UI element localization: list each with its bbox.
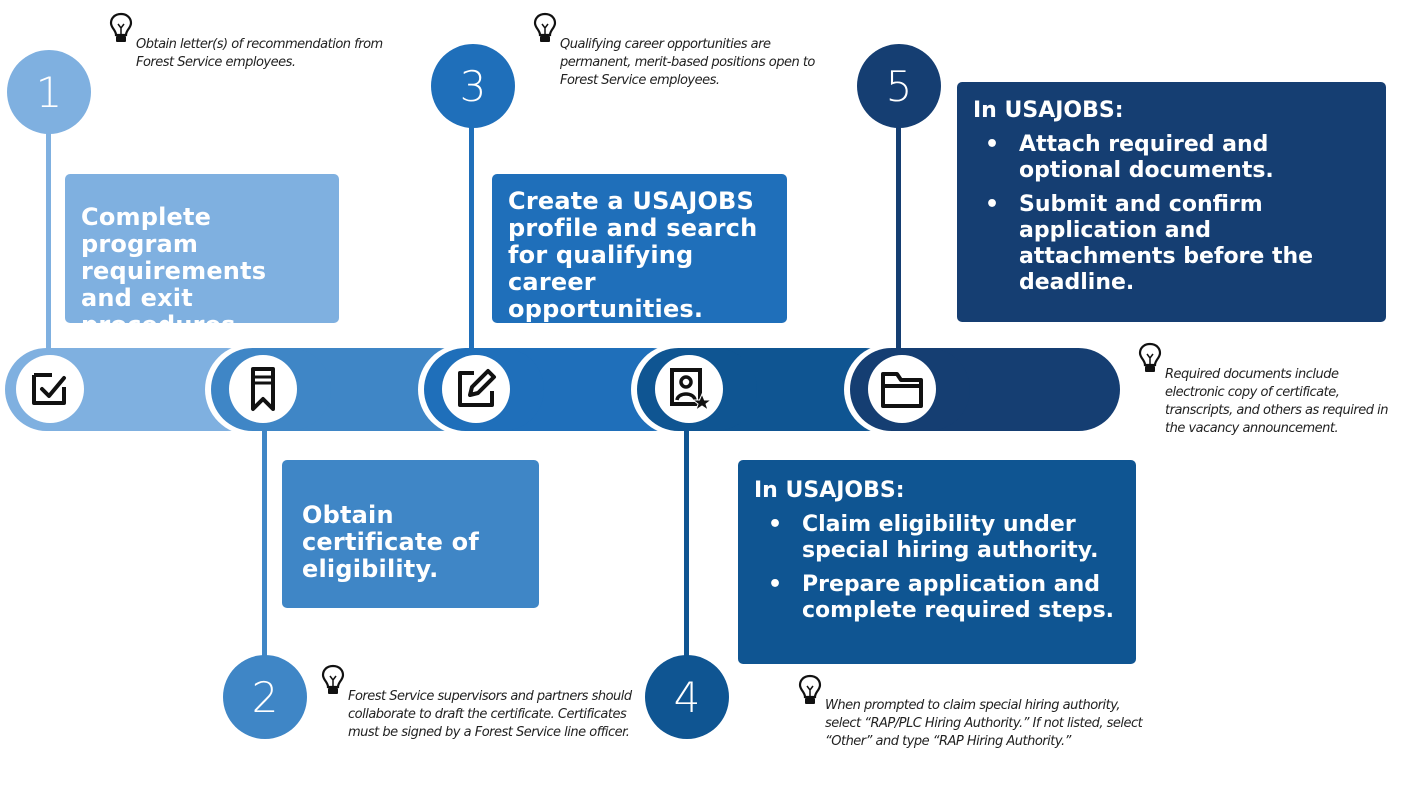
folder-icon (881, 372, 923, 408)
step-1-number: 1 (35, 67, 63, 117)
step-3-number-circle: 3 (431, 44, 515, 128)
step-5-note: Required documents include electronic co… (1165, 367, 1388, 436)
step-5-card: In USAJOBS: Attach required and optional… (957, 82, 1386, 322)
profile-star-icon (670, 368, 713, 412)
lightbulb-icon (109, 12, 133, 42)
step-4-bullet: Claim eligibility under special hiring a… (768, 512, 1122, 564)
step-1-number-circle: 1 (7, 50, 91, 134)
step-3-number: 3 (459, 61, 487, 111)
step-4-card: In USAJOBS: Claim eligibility under spec… (738, 460, 1136, 664)
step-4-bullet: Prepare application and complete require… (768, 572, 1122, 624)
step-4-icon-disc (655, 355, 723, 423)
step-3-note: Qualifying career opportunities are perm… (560, 37, 815, 88)
bookmark-icon (251, 367, 275, 411)
step-4-number: 4 (673, 672, 701, 722)
lightbulb-icon (533, 12, 557, 42)
step-5-bullet: Submit and confirm application and attac… (985, 192, 1370, 296)
step-2-note: Forest Service supervisors and partners … (348, 689, 632, 740)
step-1-connector (46, 110, 51, 348)
step-4-number-circle: 4 (645, 655, 729, 739)
step-3-connector (469, 110, 474, 348)
step-2-card: Obtain certificate of eligibility. (282, 460, 539, 608)
step-3-text: Create a USAJOBS profile and search for … (508, 187, 758, 323)
step-2-connector (262, 431, 267, 671)
step-5-icon-disc (868, 355, 936, 423)
step-5-number: 5 (885, 61, 913, 111)
step-1-card: Complete program requirements and exit p… (65, 174, 339, 339)
step-5-heading: In USAJOBS: (973, 98, 1124, 123)
lightbulb-icon (798, 674, 822, 704)
step-1-icon-disc (16, 355, 84, 423)
step-1-note: Obtain letter(s) of recommendation from … (136, 37, 383, 70)
step-2-icon-disc (229, 355, 297, 423)
step-4-note: When prompted to claim special hiring au… (825, 698, 1143, 749)
step-4-heading: In USAJOBS: (754, 478, 905, 503)
lightbulb-icon (1138, 342, 1162, 372)
step-5-connector (896, 110, 901, 348)
edit-icon (458, 369, 496, 407)
step-2-number-circle: 2 (223, 655, 307, 739)
step-2-text: Obtain certificate of eligibility. (302, 501, 479, 583)
checklist-icon (32, 373, 66, 405)
step-3-card: Create a USAJOBS profile and search for … (492, 174, 787, 323)
step-1-text: Complete program requirements and exit p… (81, 203, 267, 339)
step-4-bullet-list: Claim eligibility under special hiring a… (754, 512, 1122, 624)
step-5-bullet: Attach required and optional documents. (985, 132, 1370, 184)
step-3-icon-disc (442, 355, 510, 423)
step-4-connector (684, 431, 689, 671)
step-2-number: 2 (251, 672, 279, 722)
lightbulb-icon (321, 664, 345, 694)
step-5-bullet-list: Attach required and optional documents. … (973, 132, 1370, 296)
